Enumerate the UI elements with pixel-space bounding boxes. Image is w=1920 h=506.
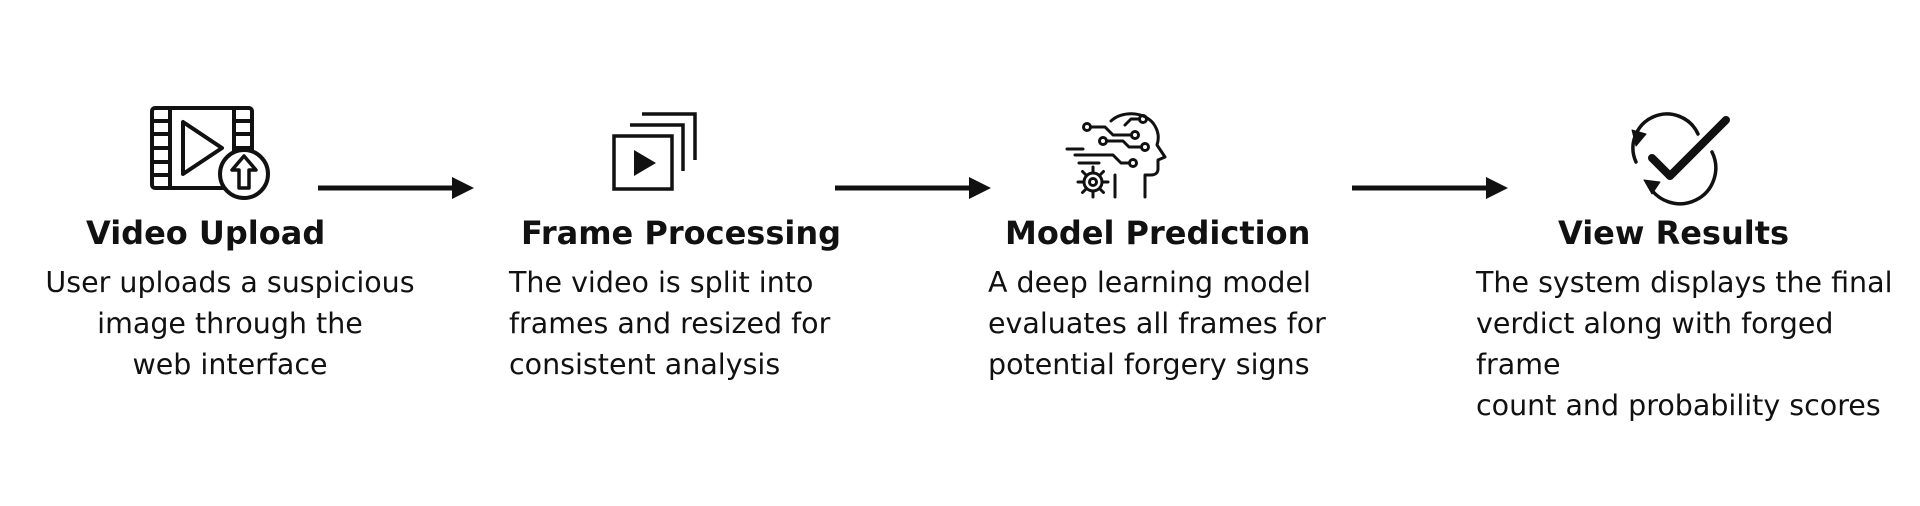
flow-arrow [318, 176, 474, 204]
check-cycle-icon [1622, 112, 1730, 206]
step-description: User uploads a suspicious image through … [45, 266, 415, 381]
step-title: Model Prediction [1005, 214, 1311, 252]
video-frames-icon [612, 112, 698, 192]
video-upload-icon [150, 104, 275, 200]
step-title: Frame Processing [521, 214, 842, 252]
step-description: The system displays the final verdict al… [1476, 266, 1893, 422]
step-title: View Results [1558, 214, 1790, 252]
step-title: Video Upload [86, 214, 326, 252]
step-description: The video is split into frames and resiz… [509, 266, 831, 381]
flow-arrow [1352, 176, 1508, 204]
ai-head-icon [1065, 107, 1171, 203]
flow-arrow [835, 176, 991, 204]
step-description: A deep learning model evaluates all fram… [988, 266, 1326, 381]
